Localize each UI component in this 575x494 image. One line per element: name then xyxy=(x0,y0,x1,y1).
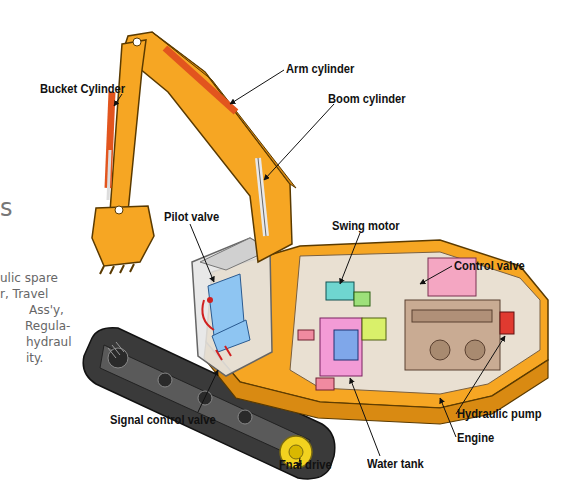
part-label: Water tank xyxy=(367,457,424,470)
part-label: Control valve xyxy=(454,259,525,272)
part-label: Swing motor xyxy=(332,219,400,232)
part-label: Bucket Cylinder xyxy=(40,82,125,95)
engine-block xyxy=(405,300,500,370)
text-fragment: ity. xyxy=(26,352,43,364)
part-label: Engine xyxy=(457,431,494,444)
swing-motor xyxy=(326,282,354,300)
part-label: Hydraulic pump xyxy=(457,407,541,420)
text-fragment: Regula- xyxy=(25,320,70,332)
part-label: Pilot valve xyxy=(164,210,219,223)
boom-arm xyxy=(92,32,296,274)
part-label: Signal control valve xyxy=(110,413,216,426)
text-fragment: ulic spare xyxy=(0,272,58,284)
bucket xyxy=(92,206,154,266)
text-fragment: s xyxy=(0,196,13,220)
leader-lines xyxy=(114,70,505,468)
boom-cylinder xyxy=(258,158,266,236)
text-fragment: r, Travel xyxy=(0,288,48,300)
arm-cylinder xyxy=(165,48,236,112)
components xyxy=(298,258,514,390)
water-tank xyxy=(320,318,362,376)
white-panel xyxy=(72,20,575,494)
part-label: Fnal drive xyxy=(279,458,332,471)
part-label: Boom cylinder xyxy=(328,92,406,105)
part-label: Arm cylinder xyxy=(286,62,354,75)
hydraulic-pump xyxy=(500,312,514,334)
text-fragment: Ass'y, xyxy=(29,304,64,316)
